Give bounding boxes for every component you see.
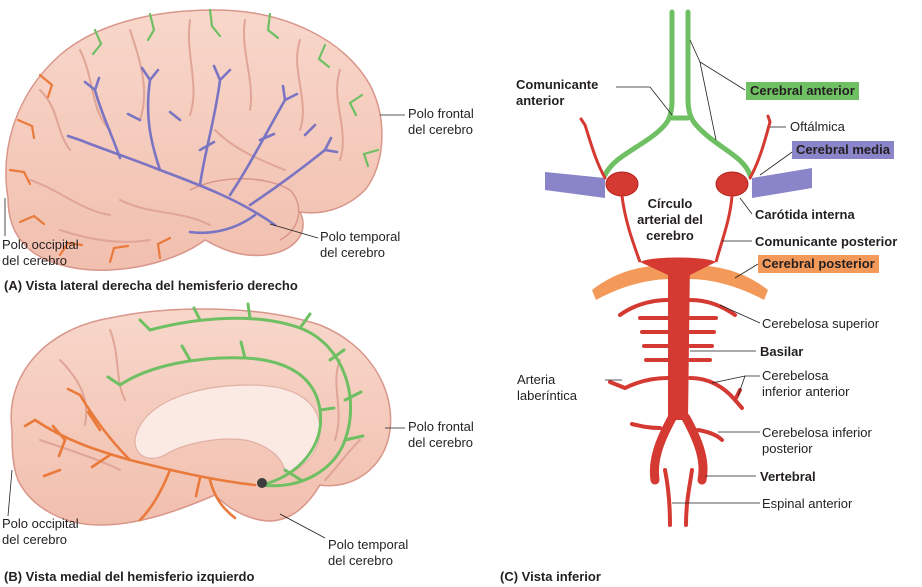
caption-panel-c: (C) Vista inferior xyxy=(500,569,601,584)
label-superior-cerebellar: Cerebelosa superior xyxy=(762,316,880,331)
label-ophthalmic: Oftálmica xyxy=(790,119,845,134)
label-internal-carotid: Carótida interna xyxy=(755,207,855,222)
label-anterior-spinal: Espinal anterior xyxy=(762,496,853,511)
arterial-circle-illustration xyxy=(545,9,812,527)
caption-panel-b: (B) Vista medial del hemisferio izquierd… xyxy=(4,569,255,584)
label-posterior-cerebral: Cerebral posterior xyxy=(758,255,879,273)
label-middle-cerebral: Cerebral media xyxy=(792,141,894,159)
medial-brain-illustration xyxy=(10,302,392,526)
lateral-brain-illustration xyxy=(5,8,383,271)
label-vertebral: Vertebral xyxy=(760,469,816,484)
label-basilar: Basilar xyxy=(760,344,804,359)
label-anterior-cerebral: Cerebral anterior xyxy=(746,82,859,100)
label-posterior-communicating: Comunicante posterior xyxy=(755,234,898,249)
caption-panel-a: (A) Vista lateral derecha del hemisferio… xyxy=(4,278,298,293)
